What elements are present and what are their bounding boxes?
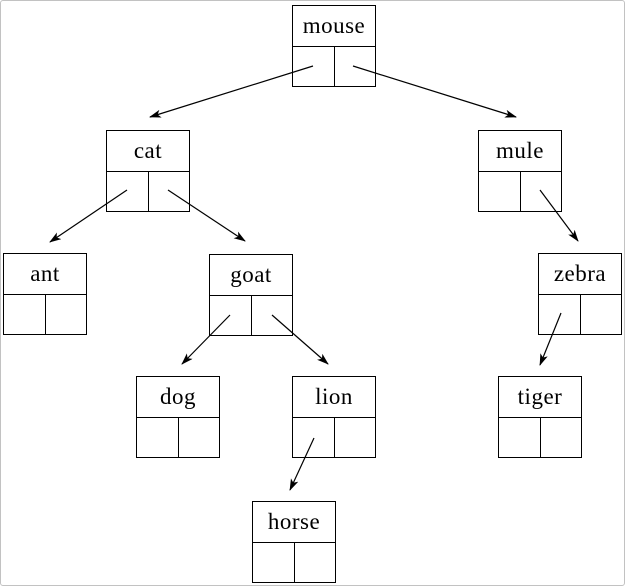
node-label: cat [107, 131, 189, 172]
right-pointer-cell [252, 296, 293, 335]
pointer-cells [4, 295, 86, 334]
tree-node-zebra: zebra [538, 253, 622, 335]
node-label: mouse [293, 6, 375, 47]
tree-node-dog: dog [136, 376, 220, 458]
left-pointer-cell [253, 543, 295, 582]
tree-node-lion: lion [292, 376, 376, 458]
pointer-cells [479, 172, 561, 211]
left-pointer-cell [479, 172, 521, 211]
left-pointer-cell [293, 418, 335, 457]
node-label: ant [4, 254, 86, 295]
tree-node-mule: mule [478, 130, 562, 212]
node-label: tiger [499, 377, 581, 418]
tree-node-cat: cat [106, 130, 190, 212]
left-pointer-cell [137, 418, 179, 457]
right-pointer-cell [541, 418, 582, 457]
node-label: dog [137, 377, 219, 418]
node-label: zebra [539, 254, 621, 295]
right-pointer-cell [335, 47, 376, 86]
right-pointer-cell [521, 172, 562, 211]
pointer-cells [499, 418, 581, 457]
left-pointer-cell [539, 295, 581, 334]
right-pointer-cell [295, 543, 336, 582]
tree-node-ant: ant [3, 253, 87, 335]
node-label: horse [253, 502, 335, 543]
left-pointer-cell [499, 418, 541, 457]
tree-node-goat: goat [209, 254, 293, 336]
pointer-cells [210, 296, 292, 335]
right-pointer-cell [335, 418, 376, 457]
pointer-cells [253, 543, 335, 582]
pointer-cells [293, 47, 375, 86]
left-pointer-cell [210, 296, 252, 335]
node-label: lion [293, 377, 375, 418]
pointer-cells [539, 295, 621, 334]
right-pointer-cell [179, 418, 220, 457]
right-pointer-cell [46, 295, 87, 334]
right-pointer-cell [581, 295, 622, 334]
pointer-cells [137, 418, 219, 457]
tree-node-horse: horse [252, 501, 336, 583]
pointer-cells [293, 418, 375, 457]
tree-node-tiger: tiger [498, 376, 582, 458]
tree-node-mouse: mouse [292, 5, 376, 87]
node-label: mule [479, 131, 561, 172]
left-pointer-cell [4, 295, 46, 334]
node-label: goat [210, 255, 292, 296]
left-pointer-cell [293, 47, 335, 86]
pointer-cells [107, 172, 189, 211]
left-pointer-cell [107, 172, 149, 211]
right-pointer-cell [149, 172, 190, 211]
